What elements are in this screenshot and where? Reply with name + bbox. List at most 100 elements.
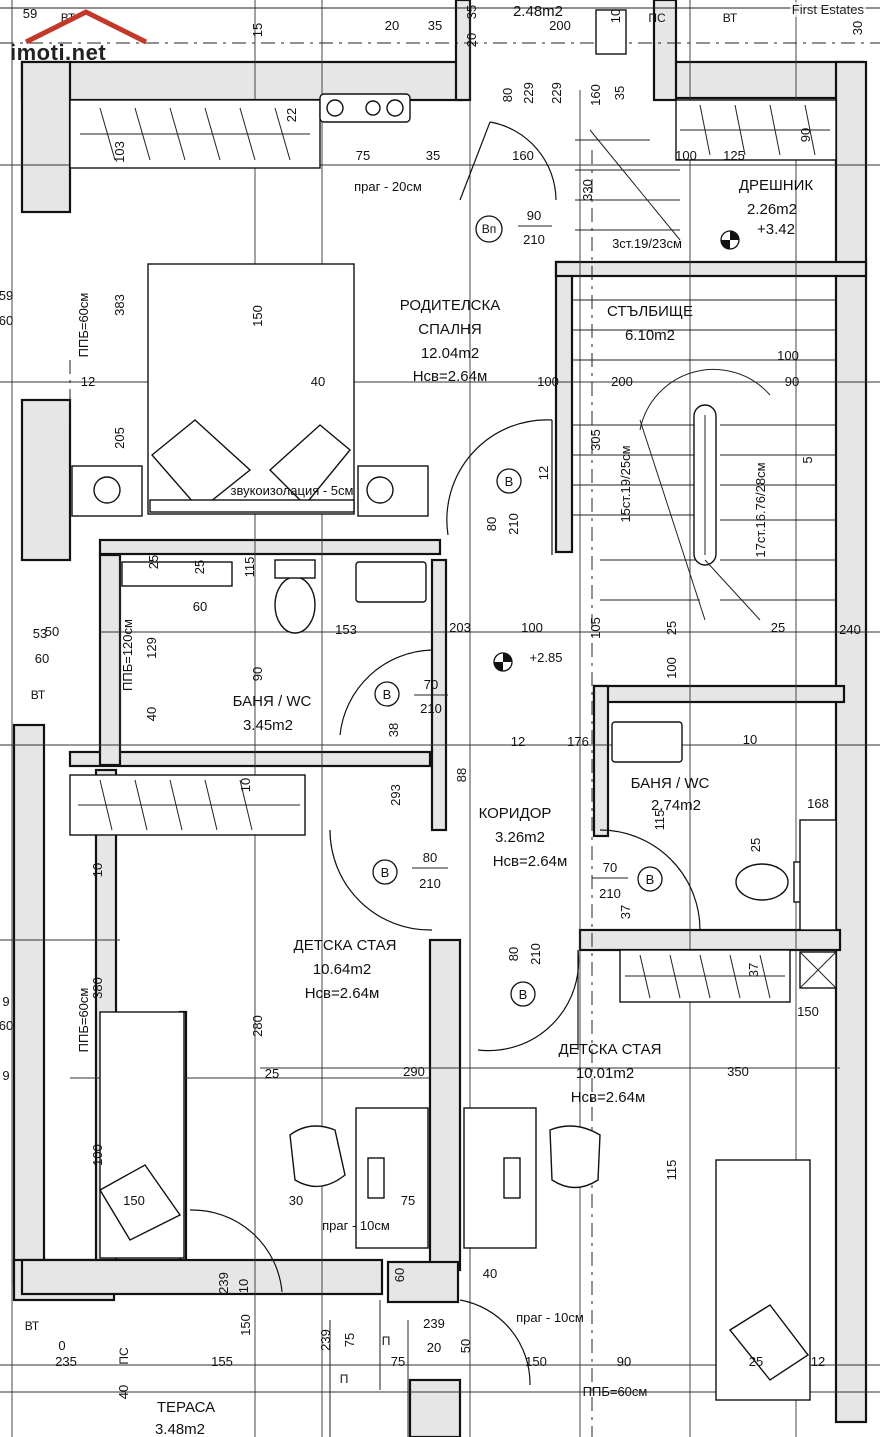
door-size-h: 210 xyxy=(506,513,521,535)
dimension-label: 100 xyxy=(664,657,679,679)
dimension-label: 205 xyxy=(112,427,127,449)
dimension-label: 25 xyxy=(146,555,161,569)
dimension-label: 12 xyxy=(511,734,525,749)
watermark: First Estates xyxy=(789,2,866,17)
dimension-label: 75 xyxy=(401,1193,415,1208)
walls xyxy=(12,0,868,1437)
dimension-label: 150 xyxy=(797,1004,819,1019)
dimension-label: 25 xyxy=(748,838,763,852)
notes: праг - 20см праг - 10см праг - 10см звук… xyxy=(25,11,768,1399)
logo xyxy=(6,4,166,72)
dimension-label: 103 xyxy=(112,141,127,163)
dimension-label: 30 xyxy=(289,1193,303,1208)
closet-level: +3.42 xyxy=(757,221,795,238)
dimension-label: 80 xyxy=(500,88,515,102)
stairs-15: 15ст.19/25см xyxy=(618,445,633,522)
door-size-w: 70 xyxy=(603,860,617,875)
dimension-label: 38 xyxy=(386,723,401,737)
dimension-label: 15 xyxy=(250,23,265,37)
dimension-label: 160 xyxy=(512,148,534,163)
dimension-label: 35 xyxy=(428,18,442,33)
dimension-label: 240 xyxy=(839,622,861,637)
dimension-label: 115 xyxy=(242,557,257,578)
dimension-label: 30 xyxy=(850,21,865,35)
door-mark: В xyxy=(505,474,514,489)
dimension-label: 75 xyxy=(391,1354,405,1369)
dimension-label: 100 xyxy=(675,148,697,163)
dimension-label: 40 xyxy=(311,374,325,389)
dimension-label: 239 xyxy=(216,1272,231,1294)
dimension-label: 10 xyxy=(743,732,757,747)
door-size-w: 80 xyxy=(484,517,499,531)
logo-text: imoti.net xyxy=(10,40,107,65)
dimension-label: 380 xyxy=(90,977,105,999)
doors xyxy=(189,121,701,1437)
dimension-label: 37 xyxy=(746,963,761,977)
dimension-label: 9 xyxy=(2,1068,9,1083)
door-size-h: 210 xyxy=(528,943,543,965)
door-mark: В xyxy=(381,865,390,880)
kids2-name: ДЕТСКА СТАЯ xyxy=(559,1041,662,1058)
dimension-label: 150 xyxy=(238,1314,253,1336)
dimension-label: 20 xyxy=(385,18,399,33)
level-285: +2.85 xyxy=(530,650,563,665)
stairs-17: 17ст.16.76/28см xyxy=(753,462,768,557)
dimension-label: 75 xyxy=(356,148,370,163)
door-marks: В В В В В xyxy=(372,468,663,1007)
dimension-label: 125 xyxy=(723,148,745,163)
dimension-label: 40 xyxy=(483,1266,497,1281)
dimension-label: 280 xyxy=(250,1015,265,1037)
dimension-label: 88 xyxy=(454,768,469,782)
dimension-label: 25 xyxy=(771,620,785,635)
threshold-20: праг - 20см xyxy=(354,179,422,194)
dimension-label: 35 xyxy=(426,148,440,163)
ppb60-1: ППБ=60см xyxy=(76,293,91,358)
dimension-label: 25 xyxy=(749,1354,763,1369)
door-size-w: 70 xyxy=(424,677,438,692)
room-labels: РОДИТЕЛСКА СПАЛНЯ 12.04m2 Нсв=2.64м ДРЕШ… xyxy=(155,3,813,1437)
threshold-10a: праг - 10см xyxy=(322,1218,390,1233)
dimension-label: 229 xyxy=(521,82,536,104)
kids1-name: ДЕТСКА СТАЯ xyxy=(294,937,397,954)
dimension-label: 22 xyxy=(284,108,299,122)
dimension-label: 150 xyxy=(123,1193,145,1208)
kids1-area: 10.64m2 xyxy=(313,961,371,978)
dimension-label: 290 xyxy=(403,1064,425,1079)
dimension-label: 60 xyxy=(392,1268,407,1282)
dimension-label: 10 xyxy=(90,863,105,877)
house-logo-icon xyxy=(24,9,148,45)
dimension-label: 330 xyxy=(580,179,595,201)
door-size-h: 210 xyxy=(599,886,621,901)
dimension-label: 35 xyxy=(464,5,479,19)
vt-3: ВТ xyxy=(31,688,46,702)
door-size-h: 210 xyxy=(523,232,545,247)
door-sizes: 90 210 80 210 70 210 80 210 70 210 80 21… xyxy=(412,208,628,965)
parent-bedroom-name-1: РОДИТЕЛСКА xyxy=(400,297,501,314)
dimension-label: 239 xyxy=(423,1316,445,1331)
dimension-label: 10 xyxy=(236,1279,251,1293)
dimension-label: 40 xyxy=(116,1385,131,1399)
dimension-label: 90 xyxy=(250,667,265,681)
dimension-label: 90 xyxy=(798,128,813,142)
dimension-label: 203 xyxy=(449,620,471,635)
door-size-h: 210 xyxy=(419,876,441,891)
dimension-label: 150 xyxy=(525,1354,547,1369)
p-2: П xyxy=(340,1372,349,1386)
dimension-label: 100 xyxy=(537,374,559,389)
dimension-label: 25 xyxy=(664,621,679,635)
dimension-label: 60 xyxy=(0,313,13,328)
dimension-label: 229 xyxy=(549,82,564,104)
terrace-name: ТЕРАСА xyxy=(157,1399,215,1416)
level-markers xyxy=(493,230,740,672)
dimension-label: 239 xyxy=(318,1329,333,1351)
kids2-height: Нсв=2.64м xyxy=(571,1089,646,1106)
dimension-label: 35 xyxy=(612,86,627,100)
dimension-label: 12 xyxy=(81,374,95,389)
closet-name: ДРЕШНИК xyxy=(739,177,814,194)
dimension-label: 100 xyxy=(521,620,543,635)
dimension-label: 115 xyxy=(664,1160,679,1181)
threshold-10b: праг - 10см xyxy=(516,1310,584,1325)
dimension-label: 20 xyxy=(427,1340,441,1355)
dimension-label: 90 xyxy=(617,1354,631,1369)
